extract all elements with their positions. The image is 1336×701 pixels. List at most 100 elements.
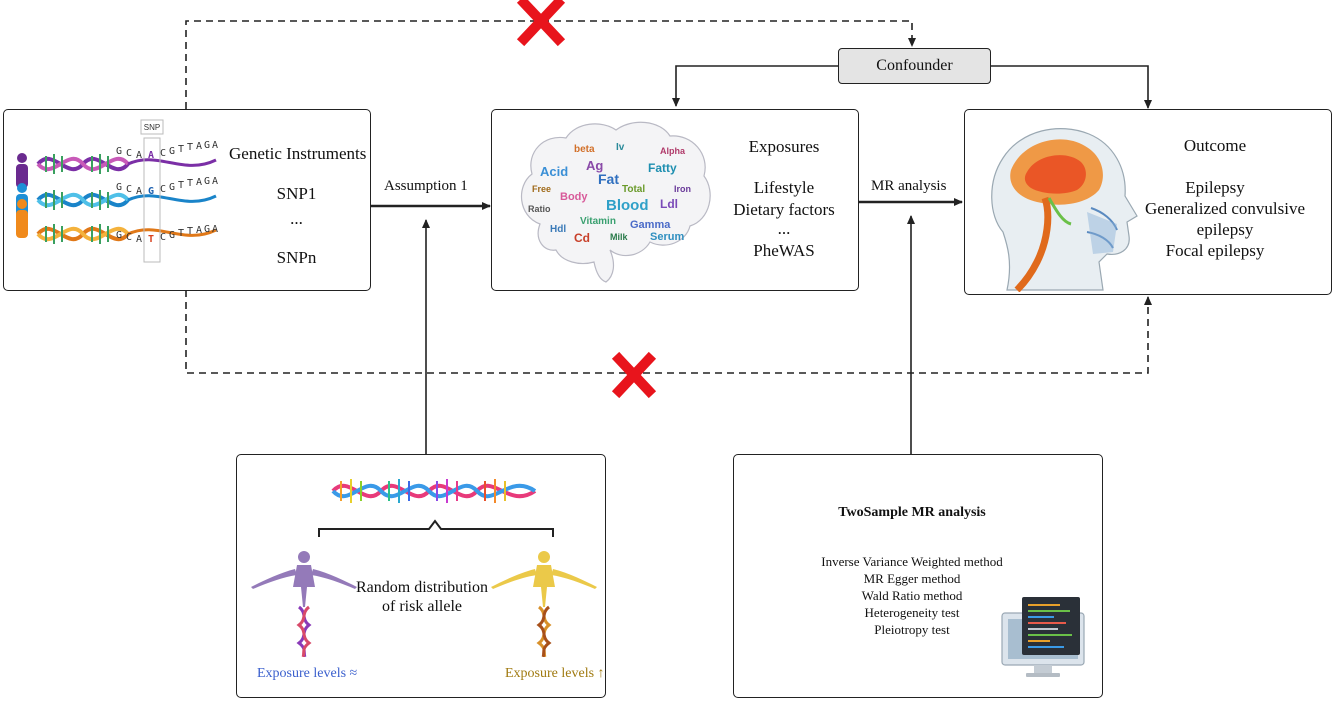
outcome-item-generalized: Generalized convulsive <box>1144 199 1305 218</box>
method-ivw: Inverse Variance Weighted method <box>821 554 1003 569</box>
svg-text:T: T <box>178 180 184 191</box>
svg-text:A: A <box>196 177 202 188</box>
exposure-levels-left: Exposure levels ≈ <box>257 666 358 681</box>
svg-text:T: T <box>187 226 193 237</box>
svg-text:Total: Total <box>622 184 645 195</box>
svg-text:A: A <box>212 224 218 235</box>
person-dna-left-icon <box>251 551 357 657</box>
svg-text:A: A <box>212 176 218 187</box>
exposures-box: Acid Fat Blood Fatty Body Gamma Serum Ld… <box>491 109 859 291</box>
svg-text:C: C <box>160 148 166 159</box>
svg-text:Iv: Iv <box>616 142 625 153</box>
exposures-title: Exposures <box>748 137 820 156</box>
twosample-mr-box: TwoSample MR analysis Inverse Variance W… <box>733 454 1103 698</box>
random-distribution-text2: of risk allele <box>382 598 462 615</box>
exposure-item-phewas: PheWAS <box>753 241 815 260</box>
head-brain-icon <box>991 128 1138 292</box>
svg-text:G: G <box>116 146 122 157</box>
svg-text:G: G <box>204 224 210 235</box>
exposure-levels-right: Exposure levels ↑ <box>505 666 605 681</box>
snpn-label: SNPn <box>276 248 317 267</box>
dashed-path-to-confounder <box>185 20 916 109</box>
dna-strand-orange <box>36 224 217 244</box>
svg-text:G: G <box>116 182 122 193</box>
assumption-label: Assumption 1 <box>384 178 468 194</box>
svg-text:Vitamin: Vitamin <box>580 216 616 227</box>
svg-text:Cd: Cd <box>574 231 590 245</box>
svg-text:Hdl: Hdl <box>550 224 566 235</box>
svg-text:G: G <box>148 186 154 197</box>
exposure-item-ellipsis: ... <box>777 219 791 238</box>
outcome-title: Outcome <box>1183 136 1247 155</box>
outcome-item-focal: Focal epilepsy <box>1165 241 1265 260</box>
svg-text:G: G <box>204 176 210 187</box>
svg-text:beta: beta <box>574 144 595 155</box>
svg-text:C: C <box>160 184 166 195</box>
svg-text:T: T <box>178 144 184 155</box>
svg-text:Fatty: Fatty <box>648 161 677 175</box>
svg-text:Gamma: Gamma <box>630 219 671 231</box>
svg-text:A: A <box>212 140 218 151</box>
svg-text:G: G <box>116 230 122 241</box>
random-distribution-text1: Random distribution <box>356 579 488 596</box>
dashed-path-to-outcome <box>185 290 1152 374</box>
random-distribution-box: Random distribution of risk allele Expos… <box>236 454 606 698</box>
twosample-title: TwoSample MR analysis <box>838 505 986 520</box>
method-wald: Wald Ratio method <box>861 588 963 603</box>
outcome-item-epilepsy: Epilepsy <box>1185 178 1245 197</box>
genetic-instruments-title: Genetic Instruments <box>229 144 367 163</box>
method-egger: MR Egger method <box>863 571 961 586</box>
svg-text:Free: Free <box>532 184 551 194</box>
dna-strand-blue <box>36 190 217 210</box>
svg-text:A: A <box>136 150 142 161</box>
svg-text:Fat: Fat <box>598 171 619 187</box>
cross-icon <box>611 351 657 399</box>
method-pleiotropy: Pleiotropy test <box>874 622 950 637</box>
svg-text:G: G <box>169 146 175 157</box>
exposure-item-dietary: Dietary factors <box>733 200 835 219</box>
svg-text:T: T <box>148 234 154 245</box>
svg-text:Ag: Ag <box>586 158 603 173</box>
brain-wordcloud-icon: Acid Fat Blood Fatty Body Gamma Serum Ld… <box>520 121 711 283</box>
svg-text:Iron: Iron <box>674 184 691 194</box>
svg-text:C: C <box>126 232 132 243</box>
svg-text:T: T <box>187 178 193 189</box>
svg-text:C: C <box>126 184 132 195</box>
snp1-label: SNP1 <box>276 184 317 203</box>
svg-text:C: C <box>126 148 132 159</box>
confounder-box: Confounder <box>838 48 991 84</box>
outcome-item-epilepsy2: epilepsy <box>1196 220 1254 239</box>
dna-strand-purple <box>36 154 217 174</box>
svg-text:A: A <box>136 186 142 197</box>
curly-brace-icon <box>318 519 554 537</box>
svg-text:G: G <box>169 230 175 241</box>
svg-text:Blood: Blood <box>606 197 649 214</box>
confounder-label: Confounder <box>876 57 953 74</box>
snp-ellipsis: ... <box>290 209 303 228</box>
confounder-to-exposure-arrow <box>672 65 838 107</box>
svg-text:G: G <box>204 140 210 151</box>
exposure-item-lifestyle: Lifestyle <box>753 178 815 197</box>
person-dna-right-icon <box>491 551 597 657</box>
confounder-to-outcome-arrow <box>991 65 1152 109</box>
svg-text:T: T <box>187 142 193 153</box>
svg-text:C: C <box>160 232 166 243</box>
dna-helix-icon <box>331 479 537 503</box>
svg-text:T: T <box>178 228 184 239</box>
snp-tag: SNP <box>144 123 160 132</box>
svg-text:Alpha: Alpha <box>660 146 686 156</box>
svg-text:A: A <box>136 234 142 245</box>
svg-text:A: A <box>196 141 202 152</box>
method-heterogeneity: Heterogeneity test <box>864 605 960 620</box>
svg-text:Body: Body <box>560 191 588 203</box>
svg-text:A: A <box>148 150 154 161</box>
computer-monitor-icon <box>1001 597 1085 677</box>
svg-text:G: G <box>169 182 175 193</box>
svg-text:A: A <box>196 225 202 236</box>
svg-text:Milk: Milk <box>610 232 628 242</box>
